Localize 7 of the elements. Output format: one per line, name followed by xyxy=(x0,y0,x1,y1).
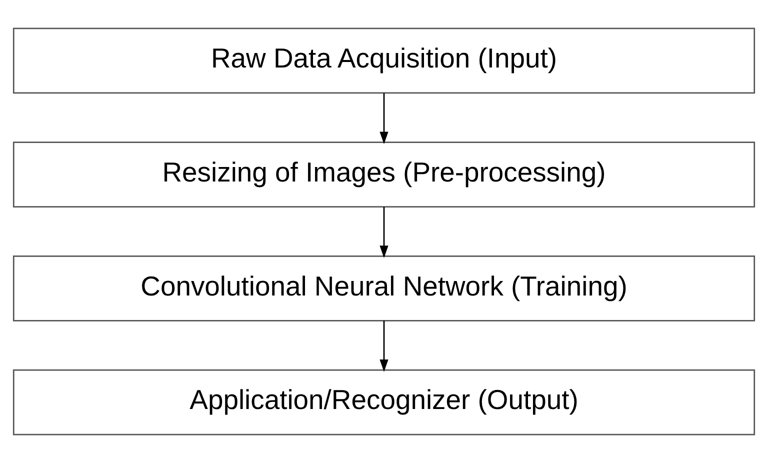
node-box: Resizing of Images (Pre-processing) xyxy=(12,141,756,207)
node-box: Convolutional Neural Network (Training) xyxy=(12,255,756,321)
node-box: Application/Recognizer (Output) xyxy=(12,368,756,435)
arrow xyxy=(380,206,388,258)
arrow xyxy=(380,320,388,372)
arrow xyxy=(380,92,388,144)
node-box: Raw Data Acquisition (Input) xyxy=(12,27,756,94)
